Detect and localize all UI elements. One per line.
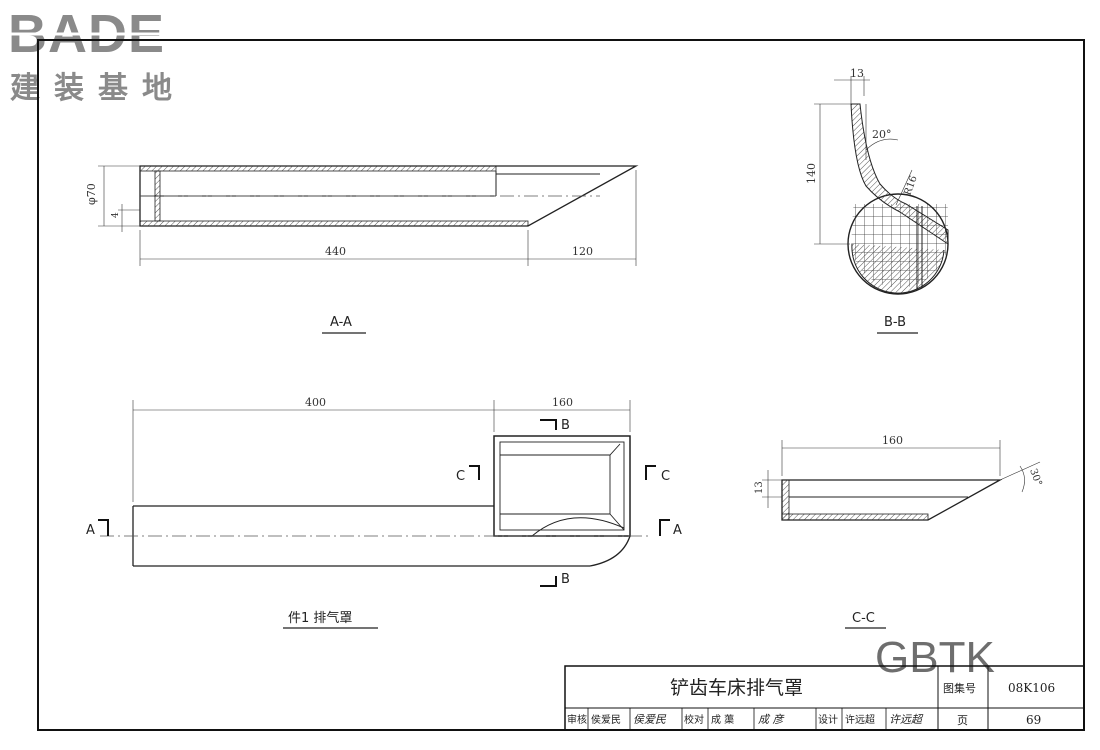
review-name: 侯爱民	[591, 713, 621, 726]
plan-cut-b-bottom: B	[561, 572, 570, 587]
view-plan: 400 160 B B C C A A 件1 排气罩	[86, 396, 682, 629]
plan-cut-c-left: C	[456, 469, 465, 484]
aa-dim-length-tip: 120	[572, 245, 593, 258]
atlas-number: 08K106	[1008, 681, 1055, 695]
cc-dim-height: 13	[754, 481, 765, 494]
aa-dim-length-main: 440	[325, 245, 346, 258]
check-label: 校对	[684, 713, 704, 726]
design-label: 设计	[818, 713, 838, 726]
watermark-text: GBTK	[875, 633, 995, 682]
aa-dim-diameter: φ70	[85, 183, 98, 205]
view-aa: φ70 4 440 120 A-A	[85, 165, 639, 334]
logo-subtitle: 建装基地	[10, 71, 186, 106]
bb-dim-top: 13	[850, 67, 864, 80]
check-sign: 成 彦	[758, 713, 784, 726]
view-cc: 160 13 30° C-C	[754, 434, 1044, 629]
cc-dim-width: 160	[882, 434, 903, 447]
design-name: 许远超	[845, 713, 875, 726]
page-label: 页	[957, 714, 968, 727]
aa-label: A-A	[330, 315, 352, 330]
review-label: 审核	[567, 713, 587, 726]
drawing-title: 铲齿车床排气罩	[670, 677, 803, 699]
bb-label: B-B	[884, 315, 906, 330]
view-bb: 13 140 20° R16 B-B	[805, 67, 949, 334]
aa-dim-small: 4	[111, 212, 121, 218]
atlas-label: 图集号	[943, 681, 976, 695]
plan-cut-a-right: A	[673, 523, 682, 538]
plan-cut-a-left: A	[86, 523, 95, 538]
bb-dim-angle: 20°	[872, 128, 892, 141]
bb-dim-height: 140	[805, 163, 818, 184]
review-sign: 侯爱民	[633, 713, 667, 726]
check-name: 成 蕖	[711, 713, 734, 726]
sheet-border	[37, 39, 1085, 731]
plan-dim-width: 160	[552, 396, 573, 409]
plan-label: 件1 排气罩	[288, 610, 352, 626]
cc-dim-angle: 30°	[1027, 467, 1043, 487]
plan-cut-b-top: B	[561, 418, 570, 433]
plan-cut-c-right: C	[661, 469, 670, 484]
cc-label: C-C	[852, 611, 875, 626]
title-block: 铲齿车床排气罩 图集号 08K106 页 69 审核 侯爱民 侯爱民 校对 成 …	[564, 665, 1085, 731]
plan-dim-length: 400	[305, 396, 326, 409]
bb-dim-radius: R16	[902, 174, 919, 197]
page-number: 69	[1026, 713, 1041, 727]
design-sign: 许远超	[889, 713, 924, 726]
